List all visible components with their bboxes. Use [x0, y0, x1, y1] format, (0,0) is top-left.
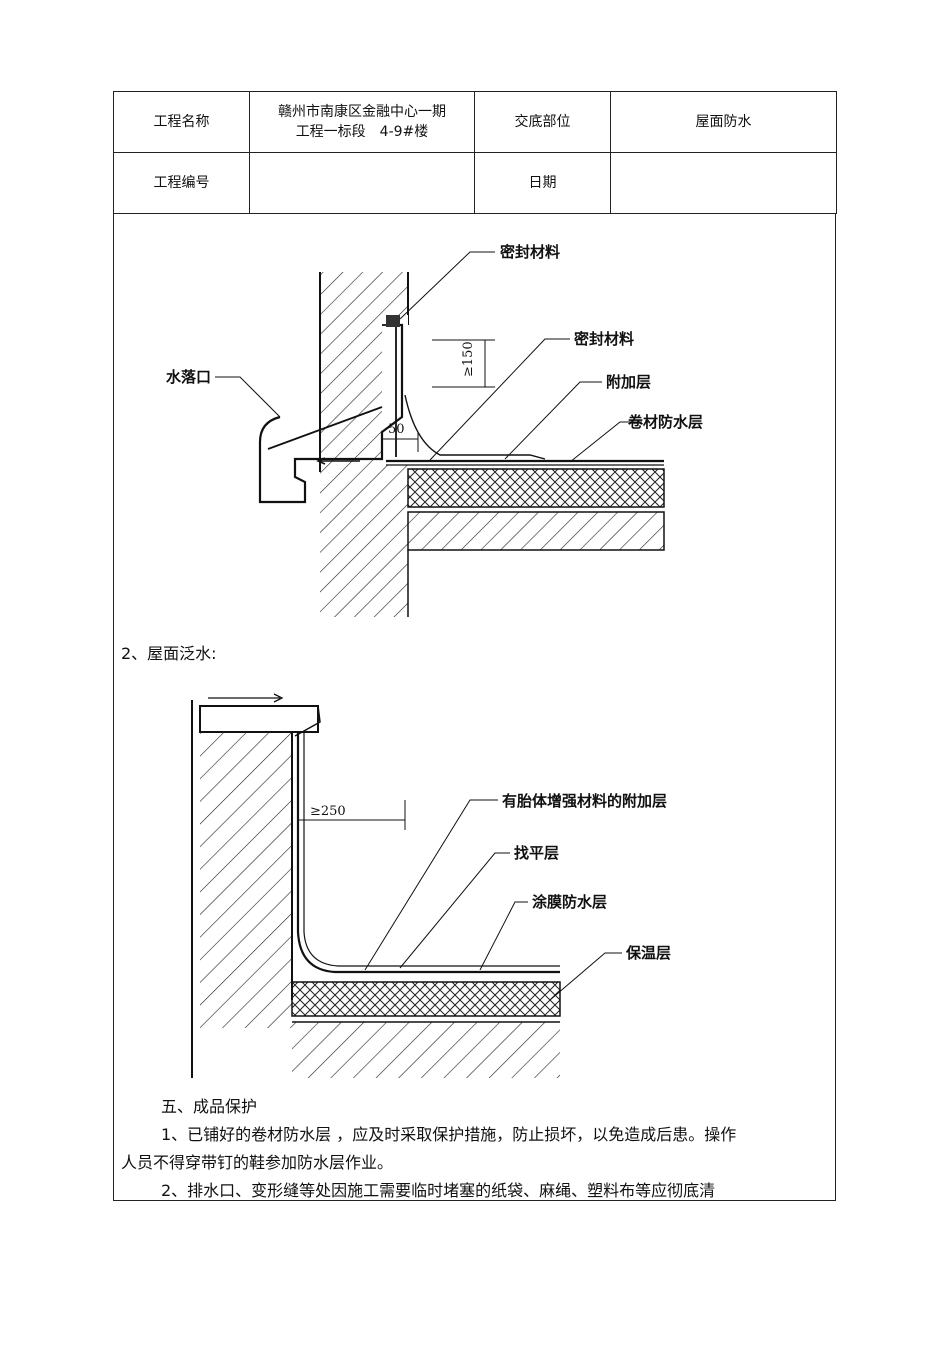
- project-name-label: 工程名称: [113, 91, 250, 153]
- reinforced-layer-label: 有胎体增强材料的附加层: [502, 792, 667, 810]
- header-table: 工程名称 赣州市南康区金融中心一期 工程一标段 4-9#楼 交底部位 屋面防水 …: [113, 91, 837, 214]
- insulation-layer-label: 保温层: [625, 944, 671, 962]
- flashing-drawing: ≥250 有胎体增强材料的附加层 找平层 涂膜防水层 保温层: [191, 693, 671, 1078]
- figure-drain-outlet: ≥150 50 密封材料 密封材料 附加层 卷材防水层 水落口: [150, 227, 716, 625]
- location-label: 交底部位: [474, 91, 611, 153]
- coating-layer-label: 涂膜防水层: [532, 893, 607, 911]
- section5-p1-line2: 人员不得穿带钉的鞋参加防水层作业。: [121, 1153, 394, 1172]
- dim-250-text: ≥250: [310, 804, 346, 819]
- header-row-2: 工程编号 日期: [113, 152, 837, 214]
- project-name-line2: 工程一标段 4-9#楼: [295, 124, 429, 140]
- header-row-1: 工程名称 赣州市南康区金融中心一期 工程一标段 4-9#楼 交底部位 屋面防水: [113, 91, 837, 153]
- membrane-layer-label: 卷材防水层: [627, 413, 703, 431]
- date-value: [610, 152, 837, 214]
- project-no-value: [249, 152, 475, 214]
- project-name-value: 赣州市南康区金融中心一期 工程一标段 4-9#楼: [249, 91, 475, 153]
- date-label: 日期: [474, 152, 611, 214]
- content-box: [113, 213, 836, 1201]
- dim-50-text: 50: [388, 422, 405, 437]
- outlet-label: 水落口: [166, 368, 211, 386]
- dim-150-text: ≥150: [461, 341, 476, 377]
- project-name-line1: 赣州市南康区金融中心一期: [278, 104, 446, 120]
- section5-p2-line1: 2、排水口、变形缝等处因施工需要临时堵塞的纸袋、麻绳、塑料布等应彻底清: [161, 1181, 716, 1200]
- drain-outlet-drawing: ≥150 50 密封材料 密封材料 附加层 卷材防水层 水落口: [166, 243, 703, 617]
- additional-layer-label: 附加层: [606, 373, 651, 391]
- seal-material-mid-label: 密封材料: [574, 330, 634, 348]
- leveling-layer-label: 找平层: [514, 844, 559, 862]
- location-value: 屋面防水: [610, 91, 837, 153]
- section5-p1-line1: 1、已铺好的卷材防水层 ，应及时采取保护措施，防止损坏，以免造成后患。操作: [161, 1125, 737, 1144]
- figure-flashing: ≥250 有胎体增强材料的附加层 找平层 涂膜防水层 保温层: [150, 670, 746, 1078]
- project-no-label: 工程编号: [113, 152, 250, 214]
- section5-title: 五、成品保护: [161, 1097, 258, 1116]
- section2-title: 2、屋面泛水:: [121, 644, 217, 663]
- seal-material-top-label: 密封材料: [500, 243, 560, 261]
